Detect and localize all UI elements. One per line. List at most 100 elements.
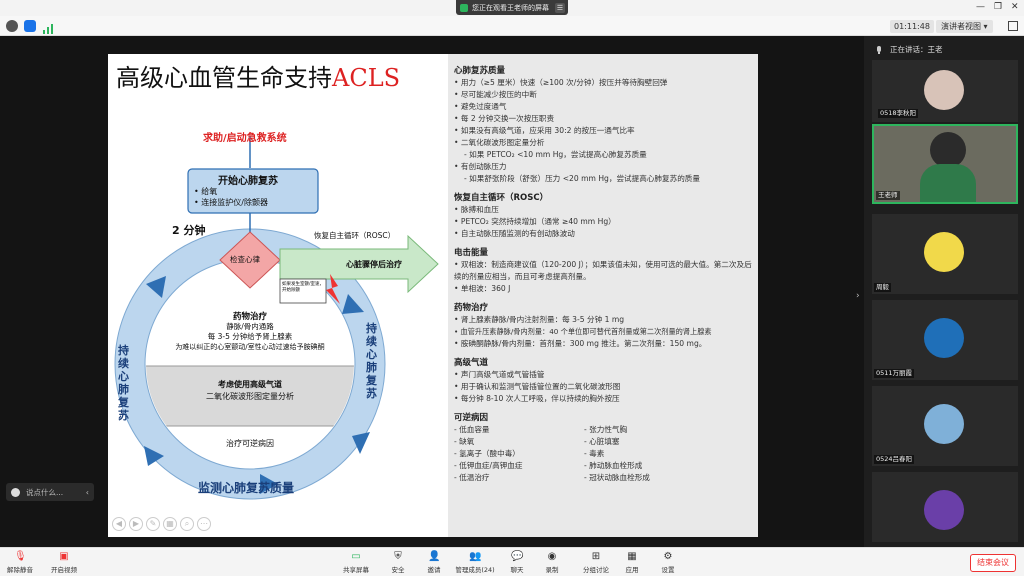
chat-placeholder: 说点什么... <box>26 487 64 497</box>
banner-menu-icon[interactable]: ☰ <box>555 2 565 13</box>
ring-left-label: 持续心肺复苏 <box>118 344 129 422</box>
avatar <box>924 232 964 272</box>
pen-icon[interactable]: ✎ <box>146 517 160 531</box>
gear-icon: ⚙ <box>663 551 673 562</box>
chevron-right-icon[interactable]: › <box>856 291 860 301</box>
participant-tile-active[interactable]: 王老师 <box>872 124 1018 204</box>
add-user-icon: 👤 <box>428 551 441 562</box>
video-button[interactable]: ▣ 开启视频 <box>51 551 77 574</box>
ring-arrow <box>260 474 278 494</box>
check-rhythm-label: 检查心律 <box>230 255 260 264</box>
shock-note: 如果发生室颤/室速，开始除颤 <box>282 282 325 293</box>
end-meeting-button[interactable]: 结束会议 <box>970 554 1016 572</box>
camera-off-icon: ▣ <box>59 551 69 562</box>
fullscreen-icon[interactable] <box>1008 21 1018 31</box>
mute-button[interactable]: 🎙 解除静音 <box>7 551 33 574</box>
acls-cycle-diagram <box>114 136 439 500</box>
lightning-icon <box>326 274 340 304</box>
shared-screen-area: 高级心血管生命支持ACLS <box>0 36 864 547</box>
invite-button[interactable]: 👤 邀请 <box>427 551 441 574</box>
call-help-label: 求助/启动急救系统 <box>203 133 287 144</box>
drug-section: 药物治疗 • 肾上腺素静脉/骨内注射剂量：每 3-5 分钟 1 mg • 血管升… <box>454 303 712 348</box>
speaker-icon <box>877 46 881 54</box>
participant-tile[interactable]: 0524吕春阳 <box>872 386 1018 466</box>
emoji-icon[interactable] <box>11 487 20 497</box>
participant-tile[interactable]: 周毅 <box>872 214 1018 294</box>
record-button[interactable]: ◉ 录制 <box>545 551 559 574</box>
airway-section: 高级气道 • 声门高级气道或气管插管 • 用于确认和监测气管插管位置的二氧化碳波… <box>454 358 621 403</box>
grid-icon[interactable]: ▦ <box>163 517 177 531</box>
chat-icon: 💬 <box>511 551 524 562</box>
apps-icon: ▦ <box>627 551 637 562</box>
view-mode-select[interactable]: 演讲者视图 ▾ <box>936 20 993 33</box>
participant-panel: 正在讲话：王老 0518李秋阳 王老师 周毅 0511万丽霞 0524吕春阳 <box>864 36 1024 547</box>
avatar <box>924 404 964 444</box>
apps-button[interactable]: ▦ 应用 <box>625 551 639 574</box>
start-cpr-title: 开始心肺复苏 <box>218 176 278 187</box>
ring-right-label: 持续心肺复苏 <box>366 322 377 400</box>
share-banner-text: 您正在观看王老师的屏幕 <box>472 3 549 12</box>
avatar <box>924 70 964 110</box>
prev-slide-icon[interactable]: ◀ <box>112 517 126 531</box>
presenter-video-body <box>920 164 976 202</box>
close-icon[interactable]: ✕ <box>1011 2 1019 12</box>
acls-notes: 心肺复苏质量 • 用力（≥5 厘米）快速（≥100 次/分钟）按压并等待胸壁回弹… <box>448 54 758 537</box>
avatar <box>924 490 964 530</box>
shield-icon[interactable] <box>24 20 36 32</box>
shock-box <box>279 278 327 304</box>
ring-arrow <box>342 294 364 314</box>
speaking-indicator: 正在讲话：王老 <box>864 42 1024 56</box>
status-bar: 01:11:48 演讲者视图 ▾ <box>0 16 1024 36</box>
chat-button[interactable]: 💬 聊天 <box>510 551 524 574</box>
airway-block: 考虑使用高级气道 二氧化碳波形图定量分析 <box>206 380 294 401</box>
reversible-causes-label: 治疗可逆病因 <box>226 439 274 448</box>
zoom-icon[interactable]: ⌕ <box>180 517 194 531</box>
manage-members-button[interactable]: 👥 管理成员(24) <box>455 551 495 574</box>
meeting-toolbar: 🎙 解除静音 ▣ 开启视频 ▭ 共享屏幕 ⛨ 安全 👤 邀请 👥 管理成员(24… <box>0 547 1024 576</box>
cpr-quality-section: 心肺复苏质量 • 用力（≥5 厘米）快速（≥100 次/分钟）按压并等待胸壁回弹… <box>454 66 700 183</box>
signal-icon[interactable] <box>42 20 54 34</box>
shield-icon: ⛨ <box>394 551 402 562</box>
participant-tile[interactable]: 0518李秋阳 <box>878 109 919 118</box>
share-banner[interactable]: 您正在观看王老师的屏幕 ☰ <box>456 0 568 15</box>
start-cpr-item: • 连接监护仪/除颤器 <box>194 198 268 207</box>
acls-diagram: 高级心血管生命支持ACLS <box>108 54 448 537</box>
record-icon: ◉ <box>547 551 557 562</box>
post-arrest-label: 心脏骤停后治疗 <box>346 260 402 269</box>
ring-arrow <box>144 446 164 466</box>
chevron-left-icon[interactable]: ‹ <box>85 487 89 497</box>
chat-input-pill[interactable]: 说点什么... ‹ <box>6 483 94 501</box>
reversible-causes-section: 可逆病因 - 低血容量 - 缺氧 - 氢离子（酸中毒） - 低钾血症/高钾血症 … <box>454 413 650 482</box>
breakout-icon: ⊞ <box>591 551 601 562</box>
security-button[interactable]: ⛨ 安全 <box>391 551 405 574</box>
info-icon[interactable] <box>6 20 18 32</box>
minimize-icon[interactable]: — <box>976 2 985 12</box>
title-bar: 您正在观看王老师的屏幕 ☰ — ❐ ✕ <box>0 0 1024 16</box>
two-minute-label: 2 分钟 <box>172 224 206 237</box>
microphone-off-icon: 🎙 <box>14 551 27 562</box>
settings-button[interactable]: ⚙ 设置 <box>661 551 675 574</box>
ring-bottom-label: 监测心肺复苏质量 <box>198 481 295 495</box>
start-cpr-item: • 给氧 <box>194 187 218 196</box>
slide-controls: ◀ ▶ ✎ ▦ ⌕ ⋯ <box>112 517 211 531</box>
breakout-button[interactable]: ⊞ 分组讨论 <box>583 551 609 574</box>
meeting-timer: 01:11:48 <box>890 20 934 33</box>
shock-energy-section: 电击能量 • 双相波：制造商建议值（120-200 J）；如果该值未知，使用可选… <box>454 248 752 293</box>
participant-tile[interactable] <box>872 472 1018 542</box>
share-status-icon <box>460 3 468 12</box>
ring-arrow <box>352 432 370 454</box>
rosc-label: 恢复自主循环（ROSC） <box>314 231 396 240</box>
more-icon[interactable]: ⋯ <box>197 517 211 531</box>
members-icon: 👥 <box>469 551 482 562</box>
share-screen-icon: ▭ <box>351 551 361 562</box>
slide: 高级心血管生命支持ACLS <box>108 54 758 537</box>
start-cpr-box <box>187 168 319 214</box>
drug-therapy-block: 药物治疗 静脉/骨内通路 每 3-5 分钟给予肾上腺素 为难以纠正的心室颤动/室… <box>175 312 325 351</box>
next-slide-icon[interactable]: ▶ <box>129 517 143 531</box>
share-screen-button[interactable]: ▭ 共享屏幕 <box>343 551 369 574</box>
participant-tile[interactable]: 0511万丽霞 <box>872 300 1018 380</box>
ring-arrow <box>146 276 166 298</box>
avatar <box>924 318 964 358</box>
restore-icon[interactable]: ❐ <box>994 2 1003 12</box>
